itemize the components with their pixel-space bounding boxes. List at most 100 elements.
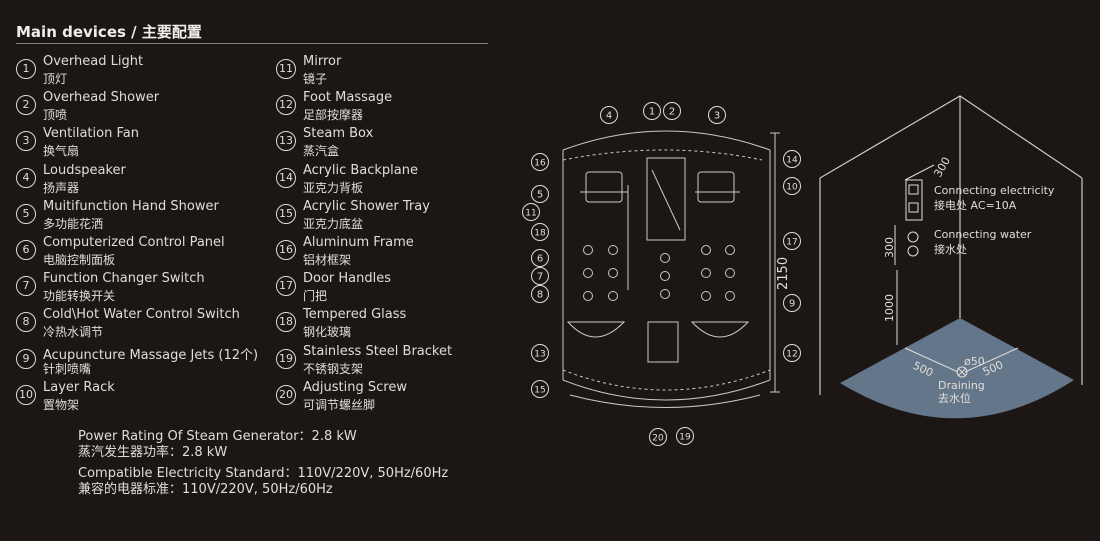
device-number: 14: [276, 167, 296, 188]
callout-circle: [783, 177, 801, 195]
callout-10: 10: [783, 177, 801, 195]
water-inlet-hot: [907, 231, 919, 243]
callout-circle: [531, 223, 549, 241]
electricity-standard-zh: 兼容的电器标准：110V/220V, 50Hz/60Hz: [78, 482, 333, 497]
device-number: 15: [276, 203, 296, 224]
device-number: 3: [16, 131, 36, 152]
drain-cross-b: [957, 367, 967, 377]
callout-17: 17: [783, 232, 801, 250]
callout-circle: [663, 102, 681, 120]
dim-300-top-line: [904, 164, 935, 181]
callout-circle: [531, 185, 549, 203]
callout-number: 9: [789, 299, 795, 310]
title-divider: [16, 43, 488, 44]
massage-jet: [583, 268, 593, 278]
callout-number: 1: [649, 107, 655, 118]
callout-circle: [649, 428, 667, 446]
callout-circle: [783, 150, 801, 168]
callout-5: 5: [531, 185, 549, 203]
device-name-en: Ventilation Fan: [43, 126, 139, 142]
shower-tray-front: [562, 379, 771, 401]
power-rating-en: Power Rating Of Steam Generator：2.8 kW: [78, 429, 357, 444]
device-name-zh: 钢化玻璃: [303, 325, 352, 340]
elec-label-en: Connecting electricity: [934, 184, 1055, 197]
callout-circle: [600, 106, 618, 124]
massage-jets: [583, 245, 735, 301]
callout-4: 4: [600, 106, 618, 124]
dim-top: 300: [931, 155, 953, 180]
callout-circle: [522, 203, 540, 221]
massage-jet: [701, 268, 711, 278]
device-name-zh: 功能转换开关: [43, 289, 116, 304]
device-name-en: Stainless Steel Bracket: [303, 343, 453, 359]
room-top-edges: [819, 95, 1083, 179]
cabin-top-arc: [562, 130, 771, 151]
callout-1: 1: [643, 102, 661, 120]
device-name-en: Cold\Hot Water Control Switch: [43, 307, 240, 323]
callout-number: 2: [669, 107, 675, 118]
massage-jet: [583, 245, 593, 255]
mirror-panel: [646, 157, 686, 241]
device-number: 2: [16, 95, 36, 116]
elec-label-zh: 接电处 AC=10A: [934, 199, 1017, 212]
electricity-socket: [905, 179, 923, 221]
device-number: 20: [276, 384, 296, 405]
water-inlet-cold: [907, 245, 919, 257]
device-name-zh: 足部按摩器: [303, 108, 364, 123]
electricity-standard-en: Compatible Electricity Standard：110V/220…: [78, 466, 449, 481]
device-name-en: Function Changer Switch: [43, 271, 205, 287]
device-name-zh: 铝材框架: [303, 253, 352, 267]
massage-jet: [660, 253, 670, 263]
device-name-en: Layer Rack: [43, 379, 115, 395]
callout-11: 11: [522, 203, 540, 221]
water-label-en: Connecting water: [934, 228, 1032, 241]
callout-circle: [708, 106, 726, 124]
massage-jet: [608, 291, 618, 301]
device-number: 11: [276, 59, 296, 79]
device-number: 5: [16, 203, 36, 224]
device-name-en: Overhead Shower: [43, 90, 160, 106]
device-number: 12: [276, 95, 296, 116]
device-name-zh: 多功能花洒: [43, 216, 104, 231]
water-label-zh: 接水处: [934, 243, 967, 256]
drain-diameter: ø50: [964, 355, 985, 368]
callout-number: 4: [606, 111, 612, 122]
device-name-zh: 冷热水调节: [43, 325, 104, 340]
callout-number: 5: [537, 190, 543, 201]
callout-19: 19: [676, 427, 694, 445]
floor-tray-area: [840, 318, 1074, 419]
callout-number: 3: [714, 111, 720, 122]
device-name-zh: 亚克力背板: [303, 180, 364, 195]
left-basin: [566, 321, 626, 338]
left-shelf: [585, 171, 623, 203]
device-name-en: Adjusting Screw: [303, 379, 407, 395]
right-basin: [690, 321, 750, 338]
device-number: 9: [16, 348, 36, 369]
cabin-inner-top: [562, 149, 763, 161]
device-number: 17: [276, 276, 296, 297]
callout-number: 16: [534, 159, 546, 169]
device-name-en: Door Handles: [303, 271, 392, 287]
callout-6: 6: [531, 249, 549, 267]
callout-20: 20: [649, 428, 667, 446]
callout-number: 20: [652, 434, 664, 444]
tray-base: [569, 394, 761, 408]
steam-box: [647, 321, 679, 363]
device-number: 10: [16, 384, 36, 405]
callout-number: 14: [786, 156, 798, 166]
shower-tray-inner: [562, 369, 771, 391]
device-name-zh: 顶灯: [43, 72, 68, 86]
callout-18: 18: [531, 223, 549, 241]
height-dim-label: 2150: [776, 257, 791, 290]
callout-circle: [783, 232, 801, 250]
device-name-en: Overhead Light: [43, 54, 144, 69]
device-name-en: Acupuncture Massage Jets (12个): [43, 347, 259, 363]
callout-16: 16: [531, 153, 549, 171]
massage-jet: [608, 268, 618, 278]
massage-jet: [608, 245, 618, 255]
callout-3: 3: [708, 106, 726, 124]
massage-jet: [725, 268, 735, 278]
callout-circle: [783, 344, 801, 362]
